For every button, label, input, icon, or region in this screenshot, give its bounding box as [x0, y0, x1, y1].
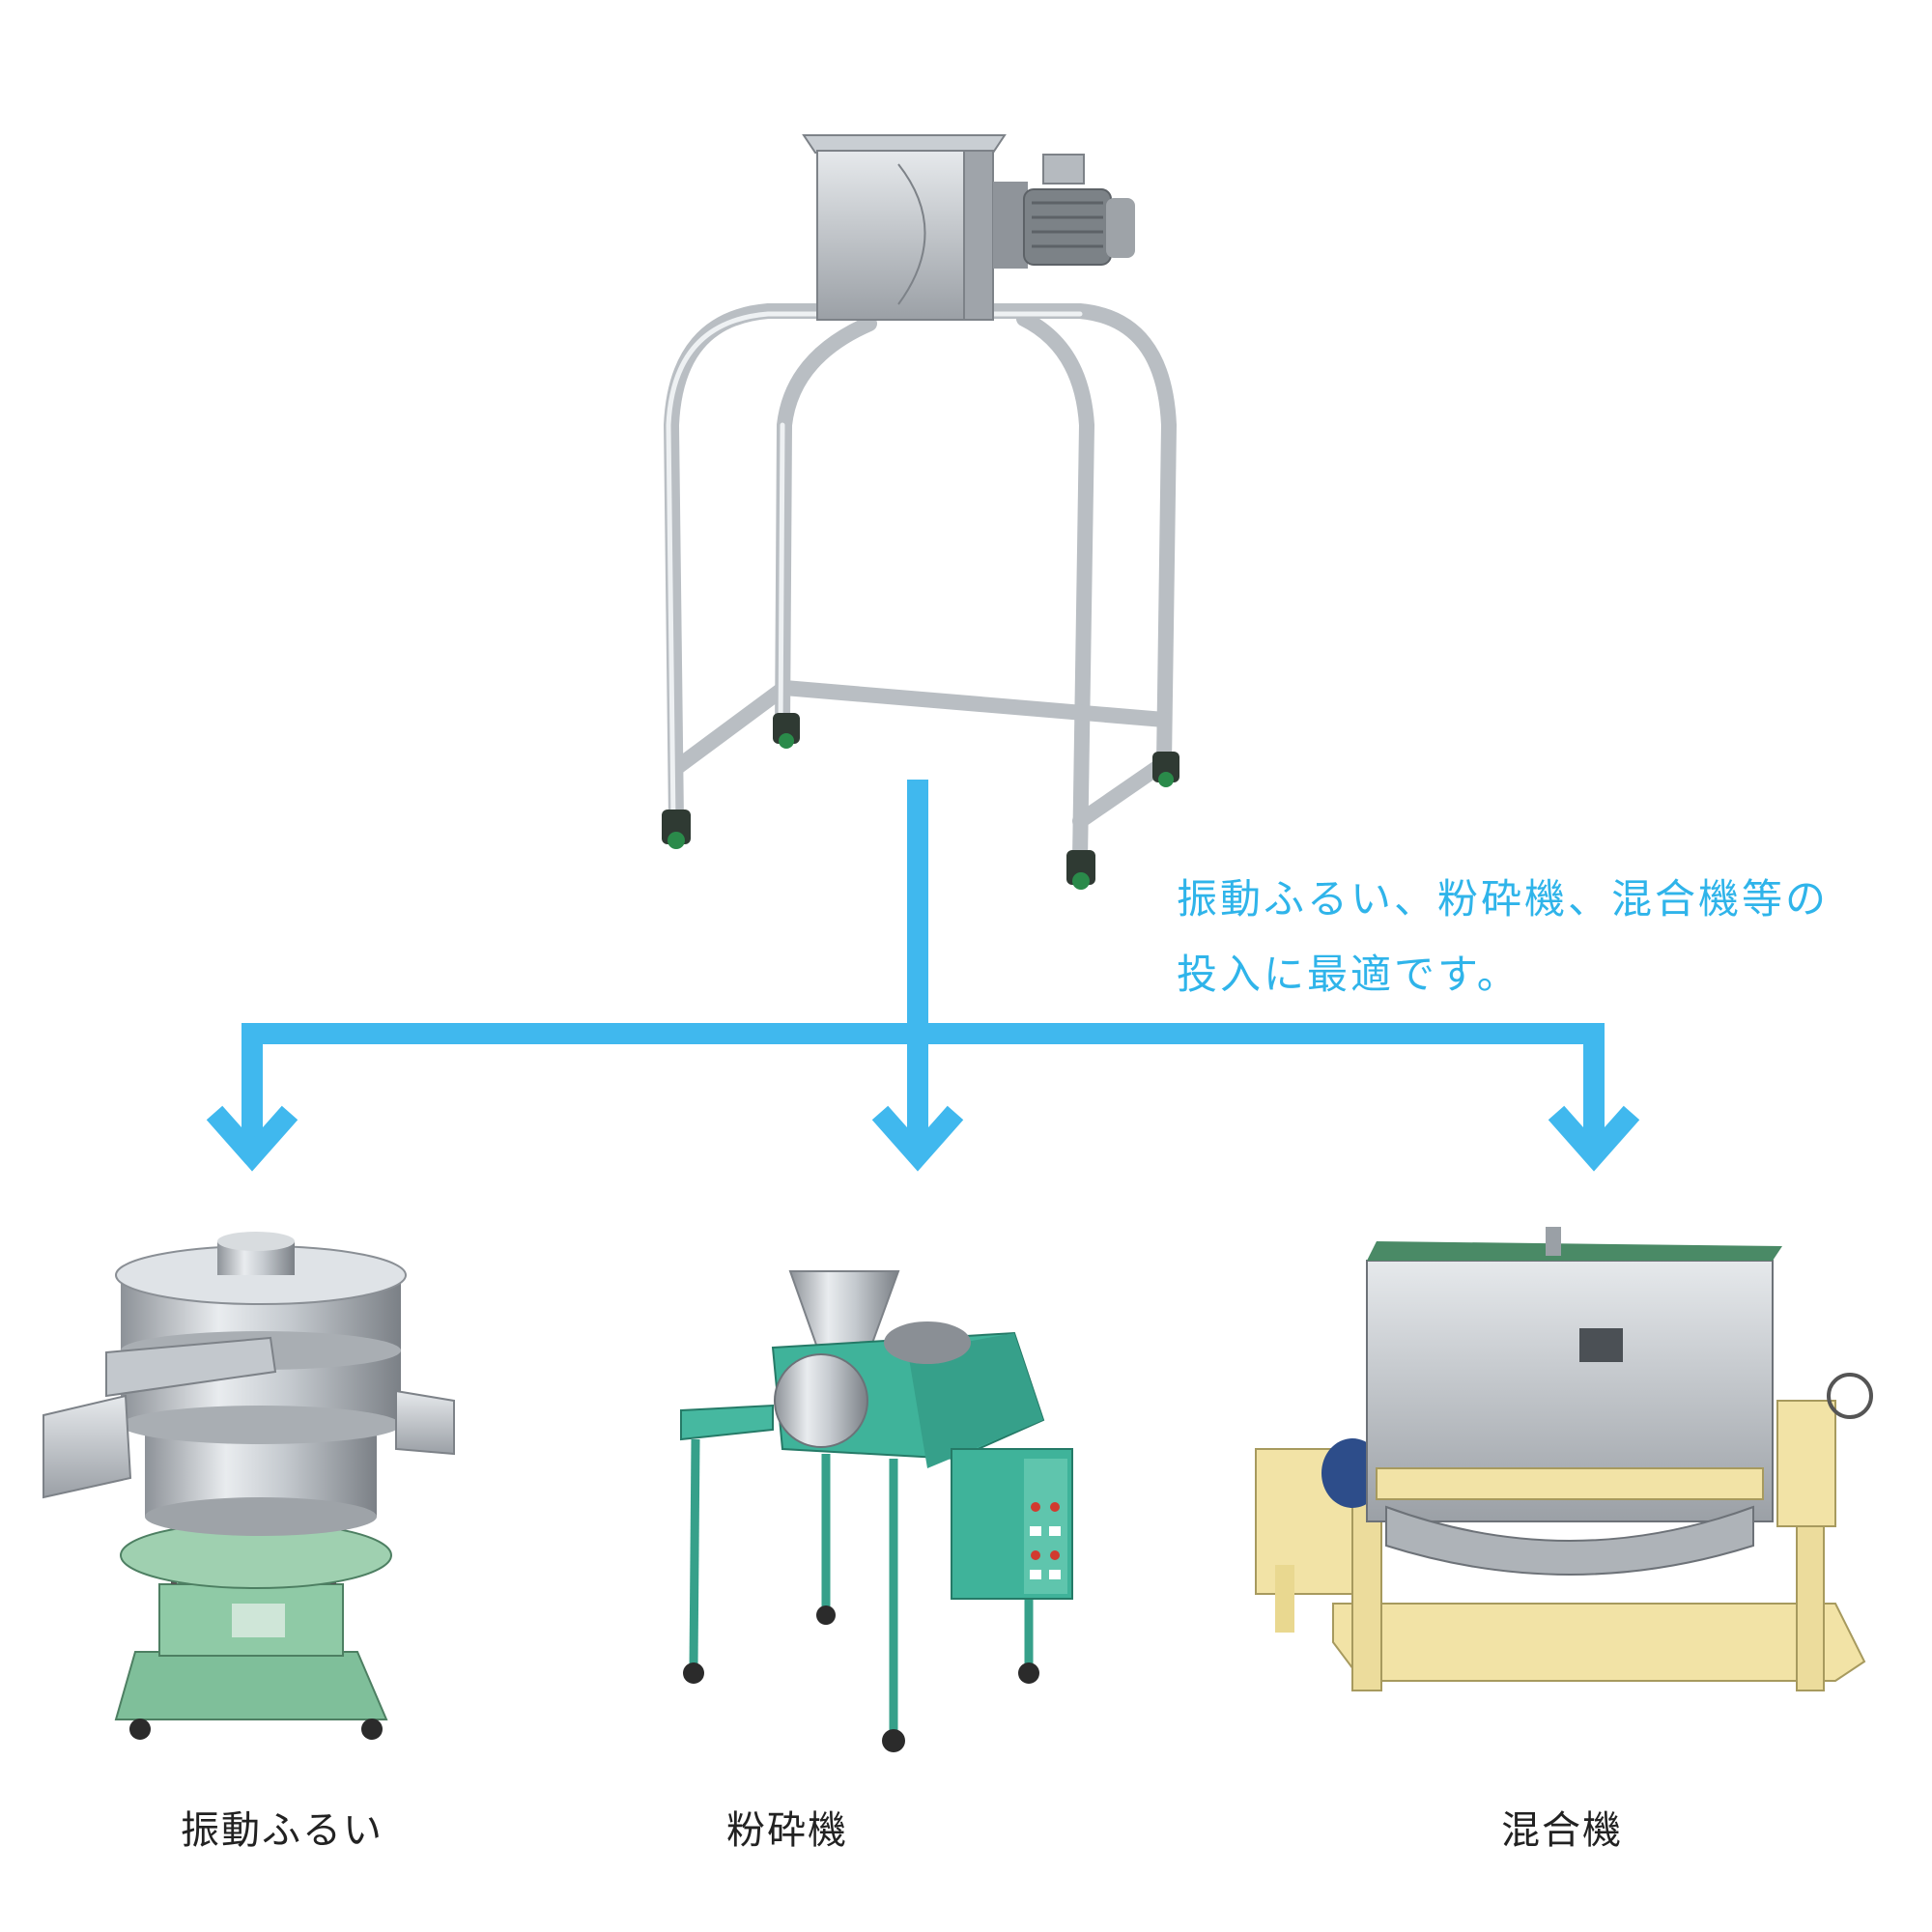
mixer-label: 混合機: [1501, 1808, 1623, 1853]
pulverizer-icon: [680, 1270, 1073, 1752]
description-text: 振動ふるい、粉砕機、混合機等の 投入に最適です。: [1177, 862, 1872, 1012]
arrow-down-icon: [206, 1105, 298, 1172]
rotary-feeder-stand-icon: [662, 134, 1179, 890]
description-line-2: 投入に最適です。: [1177, 951, 1520, 998]
mixer-icon: [1255, 1227, 1873, 1691]
arrow-down-icon: [871, 1105, 964, 1172]
flow-connector: [242, 780, 1605, 1150]
pulverizer-label: 粉砕機: [726, 1808, 848, 1853]
description-line-1: 振動ふるい、粉砕機、混合機等の: [1177, 875, 1830, 923]
sieve-label: 振動ふるい: [181, 1808, 384, 1853]
vibrating-sieve-icon: [43, 1232, 455, 1740]
arrow-down-icon: [1548, 1105, 1640, 1172]
